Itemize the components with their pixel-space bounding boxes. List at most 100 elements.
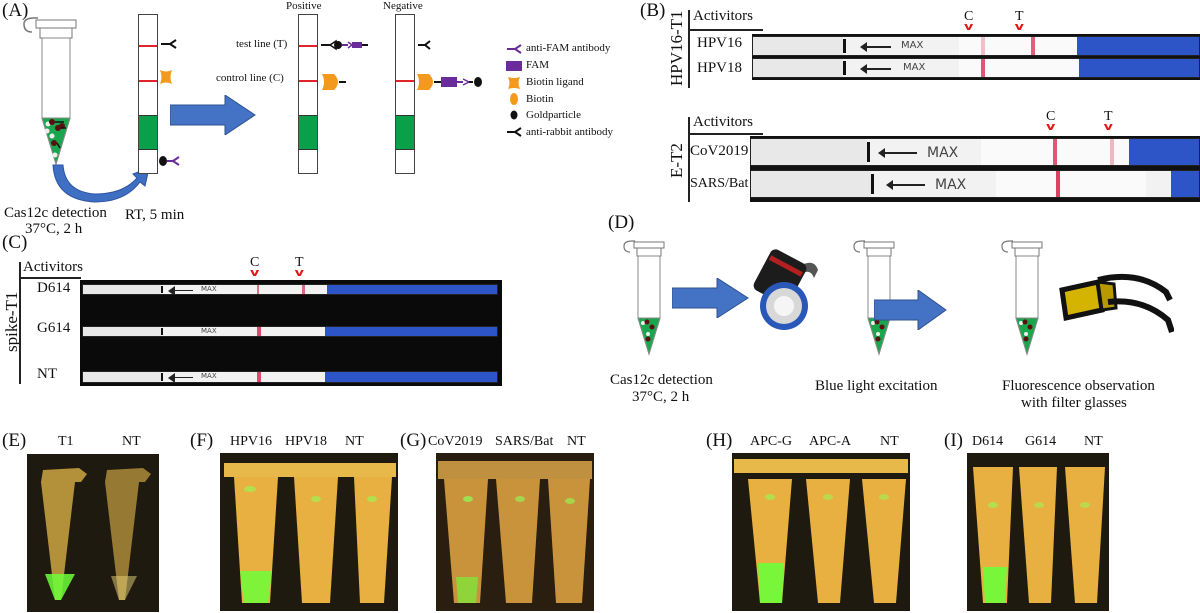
gold-antibody-conjugate-icon bbox=[159, 156, 180, 166]
legend-label: anti-rabbit antibody bbox=[526, 126, 614, 138]
tube-label: NT bbox=[1084, 434, 1103, 449]
tube-photo-drawing bbox=[220, 453, 398, 611]
legend-label: Biotin ligand bbox=[526, 76, 584, 88]
legend-label: Goldparticle bbox=[526, 109, 581, 121]
activitors-header: Activitors bbox=[693, 8, 753, 24]
d-caption3-line1: Fluorescence observation bbox=[1002, 378, 1155, 394]
anti-fam-antibody-icon bbox=[507, 44, 522, 54]
activitors-header: Activitors bbox=[23, 259, 83, 275]
biotin-icon bbox=[510, 93, 518, 105]
filter-glasses-icon bbox=[1059, 273, 1174, 333]
tube-label: HPV18 bbox=[285, 434, 328, 449]
divider bbox=[19, 277, 81, 279]
panel-e-label: (E) bbox=[2, 430, 27, 451]
process-arrow-icon bbox=[874, 290, 947, 330]
d-caption1-line2: 37°C, 2 h bbox=[632, 389, 690, 405]
divider bbox=[19, 262, 21, 384]
test-line bbox=[139, 45, 157, 47]
sample-pad bbox=[139, 115, 157, 150]
tube-label: NT bbox=[880, 434, 899, 449]
row-label-g614: G614 bbox=[37, 320, 71, 336]
anti-rabbit-antibody-icon bbox=[507, 127, 522, 137]
tube-photo-drawing bbox=[732, 453, 910, 611]
tube-label: NT bbox=[122, 434, 141, 449]
tube-label: NT bbox=[567, 434, 586, 449]
test-line-label: test line (T) bbox=[236, 38, 288, 50]
tube-photo-drawing bbox=[436, 453, 594, 611]
test-strip-nt: MAX bbox=[82, 371, 498, 383]
row-label-hpv16: HPV16 bbox=[697, 35, 743, 51]
divider bbox=[688, 117, 690, 202]
d-caption1-line1: Cas12c detection bbox=[610, 372, 713, 388]
strip-photo-background: MAX MAX bbox=[750, 136, 1200, 202]
reaction-tube-icon bbox=[623, 240, 665, 356]
positive-label: Positive bbox=[286, 0, 322, 12]
reaction-tube-icon bbox=[1001, 240, 1043, 356]
tube-label: G614 bbox=[1025, 434, 1057, 449]
row-label-cov2019: CoV2019 bbox=[690, 143, 749, 159]
divider bbox=[688, 10, 690, 88]
captured-complex-icon bbox=[321, 39, 368, 51]
test-strip-sars-bat: MAX bbox=[750, 170, 1200, 198]
legend-label: anti-FAM antibody bbox=[526, 42, 611, 54]
negative-label: Negative bbox=[383, 0, 423, 12]
panel-h-label: (H) bbox=[706, 430, 733, 451]
divider bbox=[688, 133, 763, 135]
side-label-e-t2: E-T2 bbox=[667, 143, 686, 178]
biotin-ligand-icon bbox=[160, 70, 172, 84]
sample-pad bbox=[396, 115, 414, 150]
panel-a-label: (A) bbox=[2, 0, 29, 21]
flashlight-icon bbox=[753, 249, 818, 330]
d-caption3-line2: with filter glasses bbox=[1021, 395, 1127, 411]
panel-b-label: (B) bbox=[640, 0, 666, 21]
fam-icon bbox=[506, 61, 522, 71]
tube-label: APC-A bbox=[809, 434, 852, 449]
fluorescence-photo-h bbox=[732, 453, 910, 611]
panel-d-label: (D) bbox=[608, 212, 635, 233]
legend-label: FAM bbox=[526, 59, 550, 71]
fluorescence-photo-i bbox=[967, 453, 1109, 611]
fluorescence-photo-f bbox=[220, 453, 398, 611]
strip-photo-background: MAX MAX bbox=[752, 34, 1200, 80]
test-strip-d614: MAX bbox=[82, 284, 498, 295]
process-arrow-icon bbox=[672, 278, 749, 318]
activitors-header: Activitors bbox=[693, 114, 753, 130]
lateral-flow-strip-negative bbox=[395, 14, 415, 174]
row-label-hpv18: HPV18 bbox=[697, 60, 743, 76]
step1-caption-line1: Cas12c detection bbox=[4, 205, 107, 221]
reaction-tube-icon bbox=[23, 17, 77, 166]
anti-rabbit-antibody-icon bbox=[161, 39, 177, 49]
tube-photo-drawing bbox=[27, 454, 159, 612]
step1-caption-line2: 37°C, 2 h bbox=[25, 221, 83, 237]
panel-f-label: (F) bbox=[190, 430, 214, 451]
row-label-sars-bat: SARS/Bat bbox=[690, 176, 749, 191]
test-strip-hpv16: MAX bbox=[752, 36, 1200, 56]
test-strip-hpv18: MAX bbox=[752, 58, 1200, 78]
tube-label: D614 bbox=[972, 434, 1004, 449]
anti-rabbit-antibody-icon bbox=[418, 40, 431, 50]
sample-pad bbox=[299, 115, 317, 150]
tube-label: T1 bbox=[58, 434, 74, 449]
tube-label: CoV2019 bbox=[428, 434, 483, 449]
step2-caption: RT, 5 min bbox=[125, 207, 185, 223]
test-strip-g614: MAX bbox=[82, 326, 498, 337]
test-strip-cov2019: MAX bbox=[750, 138, 1200, 166]
tube-label: SARS/Bat bbox=[495, 434, 554, 449]
tube-label: APC-G bbox=[750, 434, 793, 449]
row-label-nt: NT bbox=[37, 366, 57, 382]
legend-label: Biotin bbox=[526, 93, 554, 105]
control-line bbox=[396, 80, 414, 82]
control-line-label: control line (C) bbox=[216, 72, 284, 84]
tube-label: NT bbox=[345, 434, 364, 449]
biotin-ligand-bound-icon bbox=[322, 74, 346, 90]
side-label-hpv16-t1: HPV16-T1 bbox=[667, 10, 686, 86]
biotin-ligand-icon bbox=[508, 77, 520, 89]
panel-c-label: (C) bbox=[2, 232, 28, 253]
tube-label: HPV16 bbox=[230, 434, 273, 449]
panel-g-label: (G) bbox=[400, 430, 427, 451]
